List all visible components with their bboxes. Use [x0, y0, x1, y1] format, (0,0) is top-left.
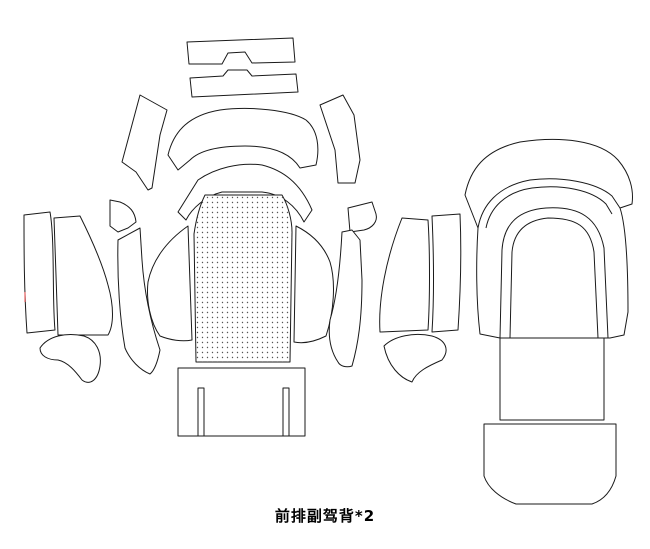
right-column-panel [329, 230, 362, 367]
right-foot-piece [384, 334, 446, 382]
left-arc-panel [122, 95, 167, 190]
seatback-top-band [478, 179, 620, 228]
backrest-top-bolster [168, 108, 318, 170]
right-outer-panel-a [380, 218, 430, 332]
right-small-tab [348, 202, 376, 232]
diagram-caption: 前排副驾背*2 [274, 507, 376, 525]
seatback-top-band-inner [486, 187, 612, 228]
far-left-panel-outer [24, 212, 55, 333]
right-outer-panel-b [432, 214, 461, 332]
far-left-panel-inner [54, 216, 113, 335]
bottom-skirt-slot-right [283, 388, 289, 436]
headrest-strip-upper [187, 38, 295, 64]
headrest-strip-lower [190, 70, 298, 97]
seatback-outer-shell [465, 139, 632, 338]
left-small-tab [110, 200, 136, 232]
seatback-inner-window [500, 208, 608, 338]
bottom-skirt-slot-left [198, 388, 204, 436]
perforation-fill [194, 195, 292, 362]
right-wing-panel [294, 226, 333, 343]
seatback-pocket-panel [500, 338, 604, 420]
seatback-bottom-panel [484, 424, 616, 504]
left-wing-panel [148, 226, 193, 341]
seatback-inner-window-trim [510, 218, 598, 338]
bottom-skirt-panel [178, 368, 305, 436]
far-left-foot-piece [40, 335, 100, 383]
right-arc-panel [320, 95, 360, 183]
left-column-panel [118, 228, 160, 374]
